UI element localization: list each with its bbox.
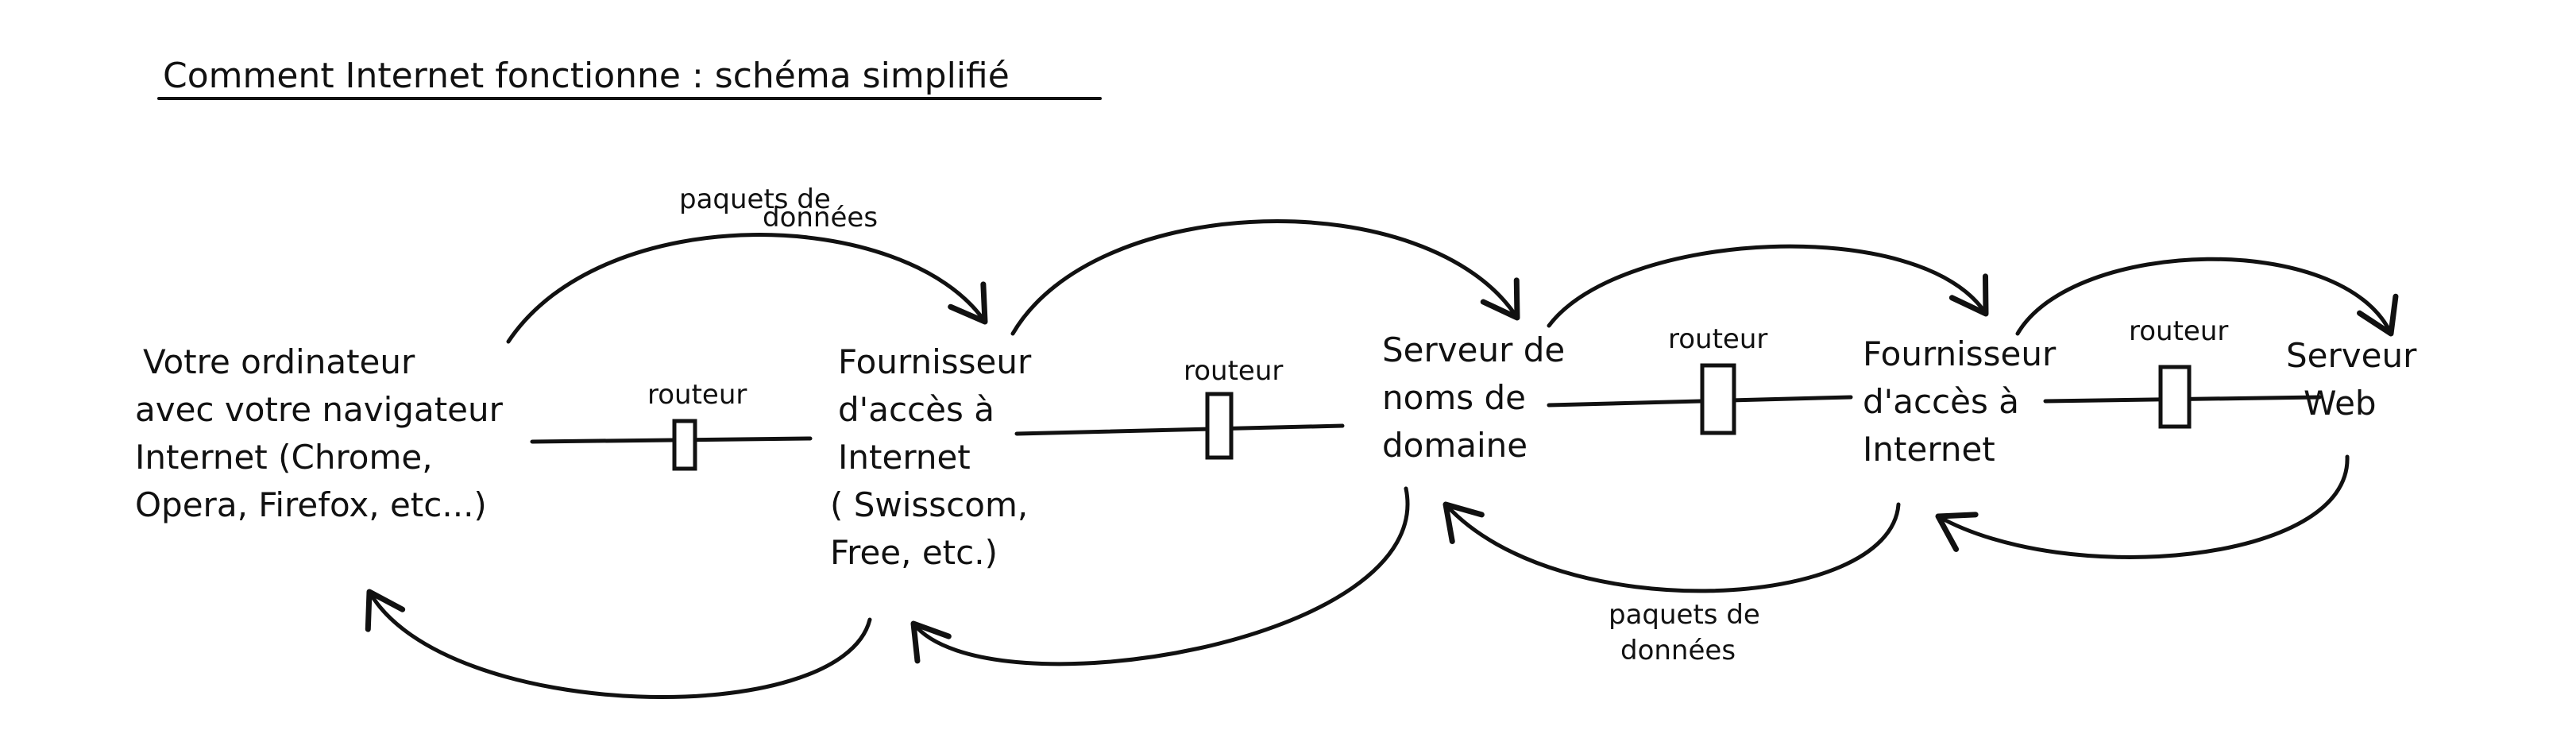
isp2-line-1: Fournisseur — [1863, 334, 2057, 373]
isp2-line-3: Internet — [1863, 430, 1995, 469]
computer-line-4: Opera, Firefox, etc...) — [135, 485, 487, 524]
link-dns-isp2 — [1547, 395, 1853, 408]
arc-top-isp2-web — [2015, 257, 2399, 337]
router-label-4: routeur — [2129, 315, 2228, 347]
node-isp-1: Fournisseur d'accès à Internet ( Swissco… — [830, 342, 1032, 572]
node-isp-2: Fournisseur d'accès à Internet — [1863, 334, 2057, 469]
node-computer: Votre ordinateur avec votre navigateur I… — [135, 342, 504, 524]
dns-line-3: domaine — [1382, 426, 1527, 465]
link-isp1-dns — [1014, 423, 1345, 436]
computer-line-1: Votre ordinateur — [143, 342, 415, 381]
arc-top-dns-isp2 — [1547, 244, 1989, 328]
isp1-line-2: d'accès à — [838, 390, 994, 429]
link-computer-isp1 — [530, 436, 813, 444]
isp1-line-1: Fournisseur — [838, 342, 1032, 381]
router-box-2 — [1205, 392, 1234, 460]
web-line-1: Serveur — [2286, 336, 2417, 375]
packets-label-bottom: paquets de données — [1609, 599, 1760, 666]
packets-label-top: paquets de données — [679, 184, 878, 234]
router-box-4 — [2158, 365, 2192, 429]
page-title: Comment Internet fonctionne : schéma sim… — [163, 56, 1010, 96]
packets-top-line-2: données — [763, 202, 878, 234]
node-web-server: Serveur Web — [2286, 336, 2417, 423]
arc-top-isp1-dns — [1010, 219, 1520, 336]
arc-top-computer-isp1 — [506, 233, 988, 344]
dns-line-1: Serveur de — [1382, 330, 1565, 369]
packets-bottom-line-2: données — [1620, 635, 1736, 666]
web-line-2: Web — [2304, 384, 2377, 423]
arc-bottom-web-isp2 — [1935, 454, 2350, 559]
router-label-1: routeur — [647, 379, 747, 411]
isp1-line-5: Free, etc.) — [830, 533, 998, 572]
dns-line-2: noms de — [1382, 378, 1526, 417]
arc-bottom-isp1-computer — [365, 589, 872, 699]
isp2-line-2: d'accès à — [1863, 382, 2019, 421]
node-dns-server: Serveur de noms de domaine — [1382, 330, 1565, 465]
router-box-3 — [1700, 363, 1736, 435]
router-label-3: routeur — [1668, 323, 1767, 355]
router-label-2: routeur — [1184, 355, 1283, 387]
packets-bottom-line-1: paquets de — [1609, 599, 1760, 631]
computer-line-3: Internet (Chrome, — [135, 438, 433, 477]
isp1-line-3: Internet — [838, 438, 971, 477]
computer-line-2: avec votre navigateur — [135, 390, 504, 429]
isp1-line-4: ( Swisscom, — [830, 485, 1028, 524]
arc-bottom-isp2-dns — [1442, 501, 1901, 593]
arc-bottom-dns-isp1 — [910, 486, 1410, 666]
router-box-1 — [672, 419, 697, 471]
packets-top-line-1: paquets de — [679, 184, 831, 215]
